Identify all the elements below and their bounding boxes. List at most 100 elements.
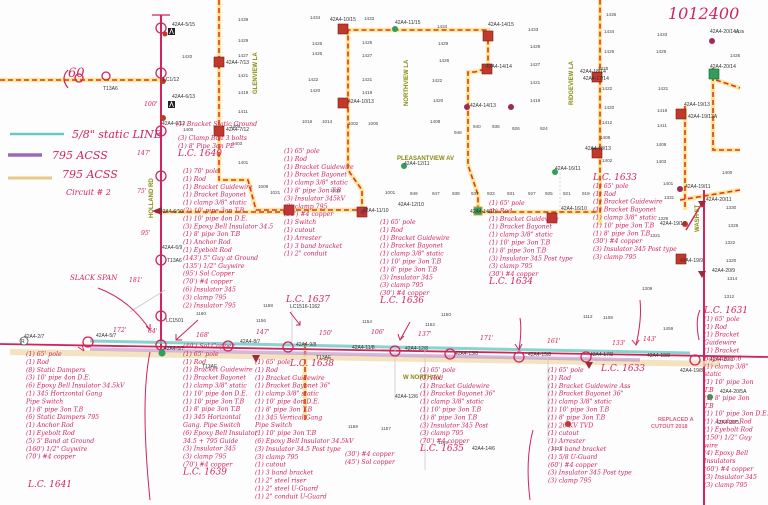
material-line: (70') #4 copper — [183, 279, 233, 286]
material-line: (1) Bracket Guidewire — [284, 164, 354, 171]
location-code-label: L.C. 1633 — [600, 364, 645, 374]
pole-mount-green-icon[interactable] — [707, 394, 713, 400]
material-line: (1) clamp 3/8" — [704, 363, 749, 370]
material-line: (1) 10' pipe 3on T.B — [183, 398, 245, 405]
material-line: (2) 10' pipe 3on T.B — [183, 208, 245, 215]
transformer-icon[interactable] — [337, 23, 349, 35]
equipment-id-label: LC1/12 — [163, 77, 179, 83]
material-line: (1) Bracket — [704, 348, 740, 355]
address-number: 1403 — [232, 141, 243, 146]
address-number: 1420 — [604, 105, 615, 110]
transformer-icon[interactable] — [283, 204, 295, 216]
equipment-id-label: 42A4-19/9 — [680, 258, 703, 264]
transformer-icon[interactable] — [213, 56, 225, 68]
transformer-green-icon[interactable] — [473, 206, 483, 216]
location-code-label: L.C. 1637 — [285, 295, 330, 305]
material-line: (6) Static Dampers 795 — [26, 414, 99, 421]
address-number: 1400 — [183, 127, 194, 132]
span-length: 95' — [141, 230, 151, 237]
equipment-id-label: 42A4-6/13 — [172, 94, 195, 100]
material-line: (3) Epoxy Bell Insulator 34.5 — [183, 223, 273, 230]
pole-mount-purple-icon[interactable] — [677, 186, 683, 192]
pole-mount-green-icon[interactable] — [158, 349, 166, 357]
address-number: 949 — [410, 191, 418, 196]
address-number: 1433 — [528, 27, 539, 32]
material-line: (3) clamp 795 — [284, 203, 328, 210]
material-list-note: (1) 65' pole(1) Rod(1) Bracket Guidewire… — [254, 359, 354, 500]
transformer-icon[interactable] — [591, 147, 603, 159]
equipment-id-label: 42A4-10/13 — [348, 99, 374, 105]
transformer-icon[interactable] — [675, 108, 687, 120]
switch-icon[interactable] — [168, 27, 175, 35]
span-length: 143' — [643, 336, 657, 343]
span-length: 106' — [371, 329, 385, 336]
address-number: 1436 — [606, 12, 617, 17]
material-line: (1) cutout — [548, 430, 579, 437]
address-number: 1002 — [348, 121, 359, 126]
transformer-green-icon[interactable] — [708, 68, 720, 80]
address-number: 924 — [540, 126, 548, 131]
transformer-icon[interactable] — [213, 125, 225, 137]
address-number: 925 — [545, 191, 553, 196]
address-number: 1420 — [182, 54, 193, 59]
switch-icon[interactable] — [168, 100, 175, 108]
address-number: 1439 — [238, 17, 249, 22]
material-line: (30') #4 copper — [489, 271, 539, 278]
circuit-tag: T13A6 — [167, 258, 182, 264]
address-labels: 1439142914271421141914111420140014091403… — [182, 12, 745, 451]
material-line: (1) Rod — [26, 359, 49, 366]
material-line: (4) Epoxy Bell — [704, 450, 748, 457]
address-number: 1434 — [437, 24, 448, 29]
address-number: 1419 — [238, 90, 249, 95]
pole-mount-purple-icon[interactable] — [508, 104, 514, 110]
transformer-icon[interactable] — [675, 253, 687, 265]
equipment-id-label: 42A4-14/14 — [486, 64, 512, 70]
transformer-icon[interactable] — [337, 97, 349, 109]
material-line: (70') #4 copper — [26, 454, 76, 461]
material-line: (3) clamp 795 — [380, 282, 424, 289]
address-number: 1409 — [230, 124, 241, 129]
material-line: (1) Rod — [704, 324, 727, 331]
material-line: 34.5 + 795 Guide — [183, 438, 239, 445]
transformer-icon[interactable] — [481, 63, 493, 75]
equipment-id-label: 42A4-7/13 — [226, 60, 249, 66]
legend-circuit: Circuit # 2 — [66, 188, 111, 197]
equipment-id-label: 42A4-19/11 — [685, 184, 711, 190]
transformer-icon[interactable] — [482, 30, 494, 42]
equipment-id-label: 42A4-2/7 — [24, 334, 45, 340]
transformer-icon[interactable] — [591, 71, 603, 83]
address-number: 921 — [563, 191, 571, 196]
material-line: (1) 8' pipe 3on T.B — [255, 406, 313, 413]
pole-dot-icon — [162, 31, 168, 37]
material-list-note: (30') #4 copper(45') Sol copper — [345, 451, 396, 466]
pole-mount-green-icon[interactable] — [401, 163, 407, 169]
transformer-icon[interactable] — [546, 212, 558, 224]
equipment-id-label: 42A4-6/9 — [162, 245, 183, 251]
material-list-note: L.C. 1631(1) 65' pole(1) Rod(1) Bracket … — [703, 306, 768, 489]
location-code-label: L.C. 1636 — [379, 296, 424, 306]
street-pleasantview-av: PLEASANTVIEW AV — [397, 156, 454, 162]
material-line: (1) clamp 3/8" static — [284, 180, 348, 187]
pole-mount-green-icon[interactable] — [552, 169, 558, 175]
material-line: (6) Epoxy Bell Insulator — [183, 430, 258, 437]
material-line: (70') #4 copper — [183, 462, 233, 469]
address-number: 1425 — [730, 53, 741, 58]
pole-mount-purple-icon[interactable] — [360, 209, 366, 215]
pole-mount-green-icon[interactable] — [392, 26, 398, 32]
span-length-labels: 100'147'75'95'181'172'64'168'147'150'106… — [68, 66, 657, 347]
address-number: 1314 — [727, 276, 738, 281]
material-line: (3) clamp 795 — [420, 430, 464, 437]
triangle-marker-icon — [698, 271, 706, 278]
pole-mount-purple-icon[interactable] — [709, 38, 715, 44]
material-line: (1) Anchor Rod — [704, 419, 752, 426]
street-holland-rd: HOLLAND RD — [149, 178, 155, 218]
material-line: (1) Bracket Bayonet 36" — [420, 391, 496, 398]
material-line: (3) clamp 795 — [183, 454, 227, 461]
primary-lines — [0, 15, 768, 505]
address-number: 927 — [528, 191, 536, 196]
equipment-id-label: 42A4-18/8 — [647, 353, 670, 359]
material-line: (1) 8' pipe 3on T.B — [26, 406, 84, 413]
material-line: (3) clamp 795 — [548, 478, 592, 485]
address-number: 919 — [582, 191, 590, 196]
pole-mount-purple-icon[interactable] — [464, 104, 470, 110]
